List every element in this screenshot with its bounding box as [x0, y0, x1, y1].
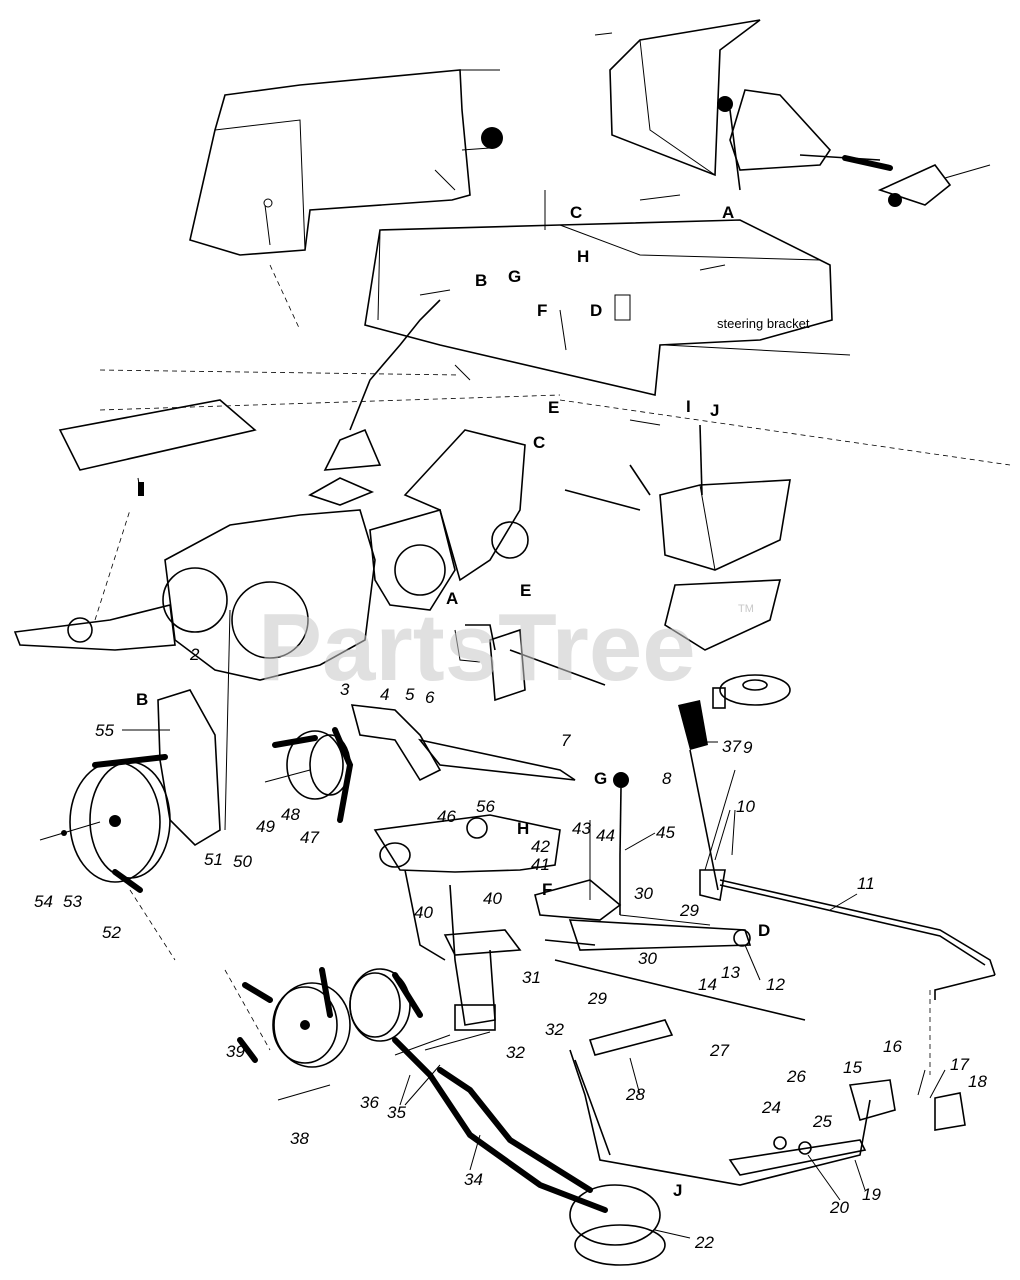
knob-icon: [613, 772, 629, 788]
callout-22: 22: [694, 1233, 714, 1252]
callout-40: 40: [483, 889, 502, 908]
callout-20: 20: [829, 1198, 849, 1217]
lift-frame: [373, 738, 806, 1031]
watermark: PartsTree: [258, 594, 696, 701]
callout-25: 25: [812, 1112, 832, 1131]
callout-34: 34: [464, 1170, 483, 1189]
callout-46: 46: [437, 807, 456, 826]
callout-5: 5: [405, 685, 415, 704]
callout-30: 30: [638, 949, 657, 968]
callout-36: 36: [360, 1093, 379, 1112]
callout-32: 32: [545, 1020, 564, 1039]
callout-50: 50: [233, 852, 252, 871]
letter-j: J: [710, 401, 719, 420]
callout-38: 38: [290, 1129, 309, 1148]
knob-icon: [717, 96, 733, 112]
callout-3: 3: [340, 680, 350, 699]
control-mechanism: [454, 424, 791, 709]
callout-54: 54: [34, 892, 53, 911]
callout-40: 40: [414, 903, 433, 922]
letter-c: C: [533, 433, 545, 452]
transaxle: [13, 399, 529, 831]
callout-43: 43: [572, 819, 591, 838]
letter-b: B: [475, 271, 487, 290]
callout-56: 56: [476, 797, 495, 816]
callout-8: 8: [662, 769, 672, 788]
callout-16: 16: [883, 1037, 902, 1056]
steering-bracket: [99, 190, 1011, 466]
callout-52: 52: [102, 923, 121, 942]
watermark-trademark: TM: [738, 603, 754, 615]
shift-lever: [308, 299, 441, 506]
steering-bracket-label: steering bracket: [717, 316, 810, 331]
letter-g: G: [508, 267, 521, 286]
callout-18: 18: [968, 1072, 987, 1091]
dash-panel-right: [594, 19, 991, 207]
callout-35: 35: [387, 1103, 406, 1122]
letter-a: A: [446, 589, 458, 608]
callout-31: 31: [522, 968, 541, 987]
knob-icon: [888, 193, 902, 207]
letter-h: H: [577, 247, 589, 266]
engine-pulley-assembly: [39, 689, 442, 961]
callout-48: 48: [281, 805, 300, 824]
callout-14: 14: [698, 975, 717, 994]
letter-f: F: [542, 880, 552, 899]
letter-i: I: [686, 397, 691, 416]
callout-28: 28: [625, 1085, 645, 1104]
number-callouts: 2 3 4 5 6 7 8 9 10 11 12 13 14 15 16 17 …: [34, 645, 987, 1252]
callout-29: 29: [587, 989, 607, 1008]
letter-e: E: [548, 398, 559, 417]
callout-41: 41: [531, 855, 550, 874]
deck-lift-bar: [569, 974, 996, 1186]
callout-9: 9: [743, 738, 753, 757]
letter-a: A: [722, 203, 734, 222]
callout-29: 29: [679, 901, 699, 920]
callout-19: 19: [862, 1185, 881, 1204]
callout-55: 55: [95, 721, 114, 740]
callout-39: 39: [226, 1042, 245, 1061]
callout-27: 27: [709, 1041, 729, 1060]
callout-26: 26: [786, 1067, 806, 1086]
callout-30: 30: [634, 884, 653, 903]
callout-24: 24: [761, 1098, 781, 1117]
callout-12: 12: [766, 975, 785, 994]
callout-10: 10: [736, 797, 755, 816]
control-lever: [678, 700, 996, 1075]
callout-13: 13: [721, 963, 740, 982]
letter-c: C: [570, 203, 582, 222]
letter-f: F: [537, 301, 547, 320]
knob-icon: [481, 127, 503, 149]
idler-pulleys: [224, 967, 666, 1266]
letter-g: G: [594, 769, 607, 788]
letter-e: E: [520, 581, 531, 600]
callout-6: 6: [425, 688, 435, 707]
letter-d: D: [758, 921, 770, 940]
callout-17: 17: [950, 1055, 969, 1074]
callout-44: 44: [596, 826, 615, 845]
callout-2: 2: [189, 645, 200, 664]
letter-d: D: [590, 301, 602, 320]
dash-panel-left: [99, 69, 503, 376]
callout-42: 42: [531, 837, 550, 856]
callout-53: 53: [63, 892, 82, 911]
letter-j: J: [673, 1181, 682, 1200]
callout-37: 37: [722, 737, 741, 756]
letter-b: B: [136, 690, 148, 709]
callout-11: 11: [857, 874, 875, 893]
callout-4: 4: [380, 685, 389, 704]
leader-lines: [122, 729, 946, 1239]
callout-15: 15: [843, 1058, 862, 1077]
callout-32: 32: [506, 1043, 525, 1062]
callout-45: 45: [656, 823, 675, 842]
callout-51: 51: [204, 850, 223, 869]
letter-callouts: A A B B C C D D E E F F G G H H I J J: [136, 203, 770, 1200]
callout-7: 7: [561, 731, 571, 750]
callout-47: 47: [300, 828, 319, 847]
callout-49: 49: [256, 817, 275, 836]
letter-h: H: [517, 819, 529, 838]
